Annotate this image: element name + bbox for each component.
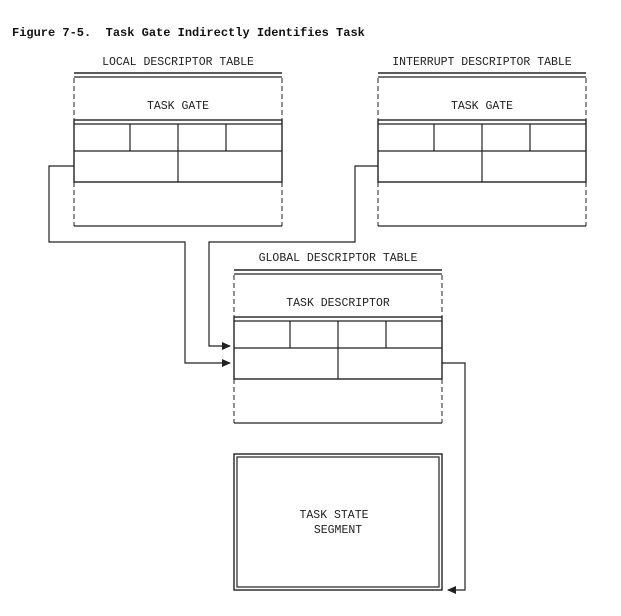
ldt-table-label: LOCAL DESCRIPTOR TABLE — [102, 56, 254, 69]
gdt-to-tss-arrow — [442, 362, 466, 594]
tss-label-line1: TASK STATE — [299, 509, 368, 522]
local-descriptor-table: LOCAL DESCRIPTOR TABLE TASK GATE — [73, 56, 283, 227]
idt-to-gdt-arrow — [208, 165, 378, 350]
idt-task-gate-entry — [377, 119, 587, 183]
idt-table-label: INTERRUPT DESCRIPTOR TABLE — [392, 56, 572, 69]
ldt-to-gdt-arrow — [48, 165, 231, 367]
figure-title: Figure 7-5. Task Gate Indirectly Identif… — [12, 26, 365, 40]
gdt-table-label: GLOBAL DESCRIPTOR TABLE — [259, 252, 418, 265]
tss-label-line2: SEGMENT — [314, 524, 362, 537]
idt-entry-label: TASK GATE — [451, 100, 513, 113]
ldt-entry-label: TASK GATE — [147, 100, 209, 113]
task-state-segment: TASK STATE SEGMENT — [233, 453, 443, 591]
ldt-task-gate-entry — [73, 119, 283, 183]
gdt-entry-label: TASK DESCRIPTOR — [286, 297, 390, 310]
interrupt-descriptor-table: INTERRUPT DESCRIPTOR TABLE TASK GATE — [377, 56, 587, 227]
gdt-task-descriptor-entry — [233, 316, 443, 380]
global-descriptor-table: GLOBAL DESCRIPTOR TABLE TASK DESCRIPTOR — [233, 252, 443, 424]
